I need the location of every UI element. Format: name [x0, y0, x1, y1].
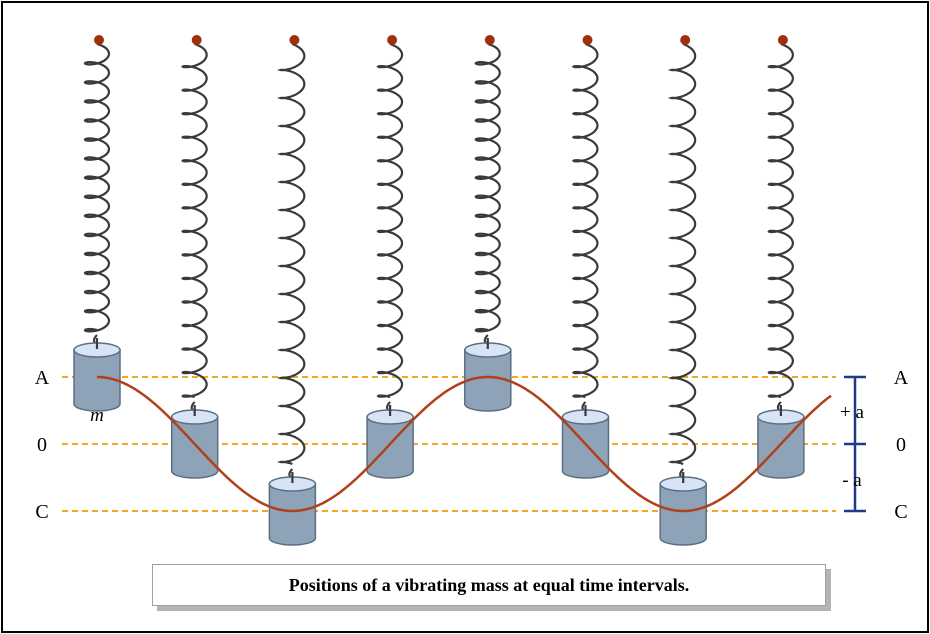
- mass-body: [268, 483, 317, 546]
- mass-cylinder: [170, 405, 219, 479]
- label-left-zero: 0: [37, 434, 47, 456]
- spring-coil: [474, 42, 501, 333]
- spring-coil: [667, 42, 697, 466]
- anchor-point: [191, 35, 202, 45]
- mass-body: [659, 483, 707, 546]
- mass-cylinder: [561, 405, 610, 479]
- mass-cylinder: [464, 338, 512, 412]
- mass-cylinder: [268, 472, 317, 546]
- spring: [180, 35, 208, 420]
- label-left-c: C: [35, 501, 48, 523]
- springs-layer: [83, 35, 795, 487]
- mass-body: [464, 349, 512, 412]
- mass-cylinder: [757, 405, 805, 479]
- anchor-point: [289, 35, 300, 45]
- mass-cylinder: [73, 338, 121, 412]
- amplitude-bracket: [844, 375, 866, 513]
- spring: [571, 35, 599, 420]
- label-mass: m: [90, 405, 104, 426]
- spring: [83, 35, 111, 353]
- mass-cylinder: [366, 405, 414, 479]
- mass-body: [73, 349, 121, 412]
- displacement-wave: [97, 375, 832, 513]
- masses-layer: [73, 338, 805, 546]
- anchor-point: [484, 35, 495, 45]
- label-left-a: A: [35, 367, 50, 389]
- anchor-point: [387, 35, 398, 45]
- spring-coil: [376, 42, 404, 399]
- mass-cylinder: [659, 472, 707, 546]
- spring-coil: [180, 42, 208, 399]
- anchor-point: [777, 35, 788, 45]
- caption: Positions of a vibrating mass at equal t…: [152, 564, 826, 606]
- label-right-zero: 0: [896, 434, 906, 456]
- label-right-c: C: [894, 501, 907, 523]
- label-plus-a: + a: [840, 402, 864, 423]
- label-right-a: A: [894, 367, 909, 389]
- label-minus-a: - a: [842, 470, 862, 491]
- spring-coil: [571, 42, 599, 399]
- anchor-point: [582, 35, 593, 45]
- spring-coil: [276, 42, 306, 466]
- anchor-point: [680, 35, 691, 45]
- spring-coil: [767, 42, 795, 399]
- spring-coil: [83, 42, 111, 333]
- spring: [667, 35, 697, 487]
- anchor-point: [94, 35, 104, 45]
